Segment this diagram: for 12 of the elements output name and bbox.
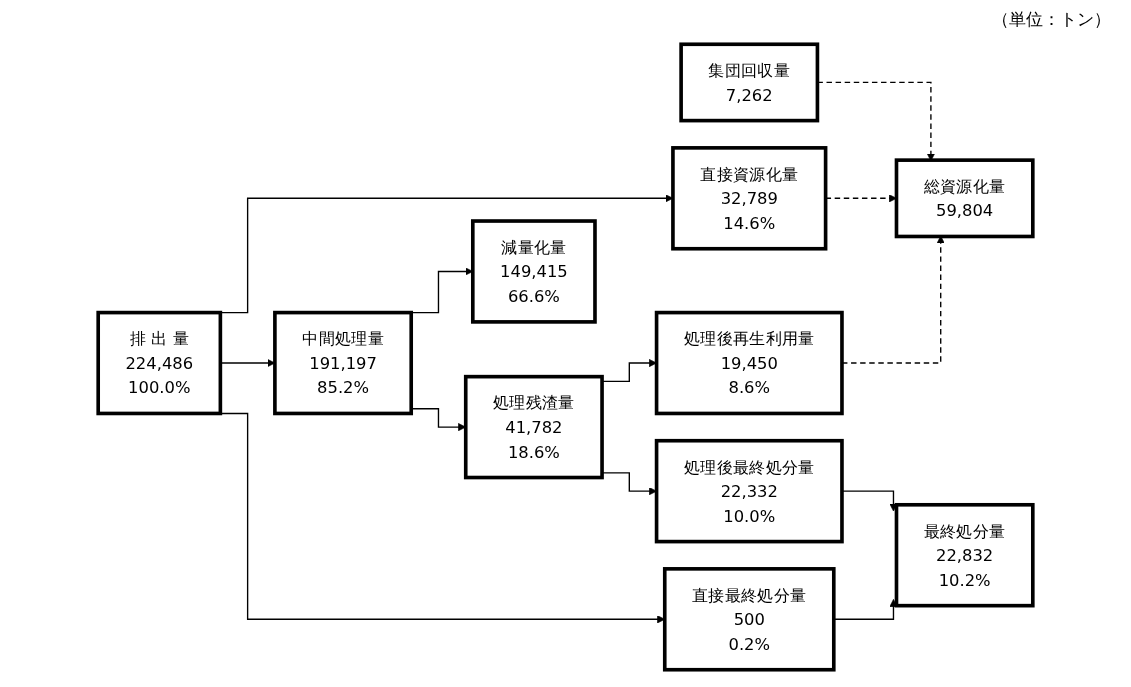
node-box: 集団回収量 7,262 xyxy=(679,41,820,122)
node-box: 処理残渣量 41,782 18.6% xyxy=(463,374,604,479)
node-box: 排 出 量 224,486 100.0% xyxy=(96,310,223,415)
node-box: 直接最終処分量 500 0.2% xyxy=(662,566,836,672)
node-box: 直接資源化量 32,789 14.6% xyxy=(671,145,828,251)
node-box: 中間処理量 191,197 85.2% xyxy=(273,310,414,415)
node-box: 減量化量 149,415 66.6% xyxy=(471,218,597,324)
node-box: 処理後再生利用量 19,450 8.6% xyxy=(654,310,844,415)
node-box: 処理後最終処分量 22,332 10.0% xyxy=(654,438,844,543)
node-box: 総資源化量 59,804 xyxy=(894,157,1035,238)
unit-note: （単位：トン） xyxy=(992,9,1111,29)
node-box: 最終処分量 22,832 10.2% xyxy=(894,502,1035,607)
